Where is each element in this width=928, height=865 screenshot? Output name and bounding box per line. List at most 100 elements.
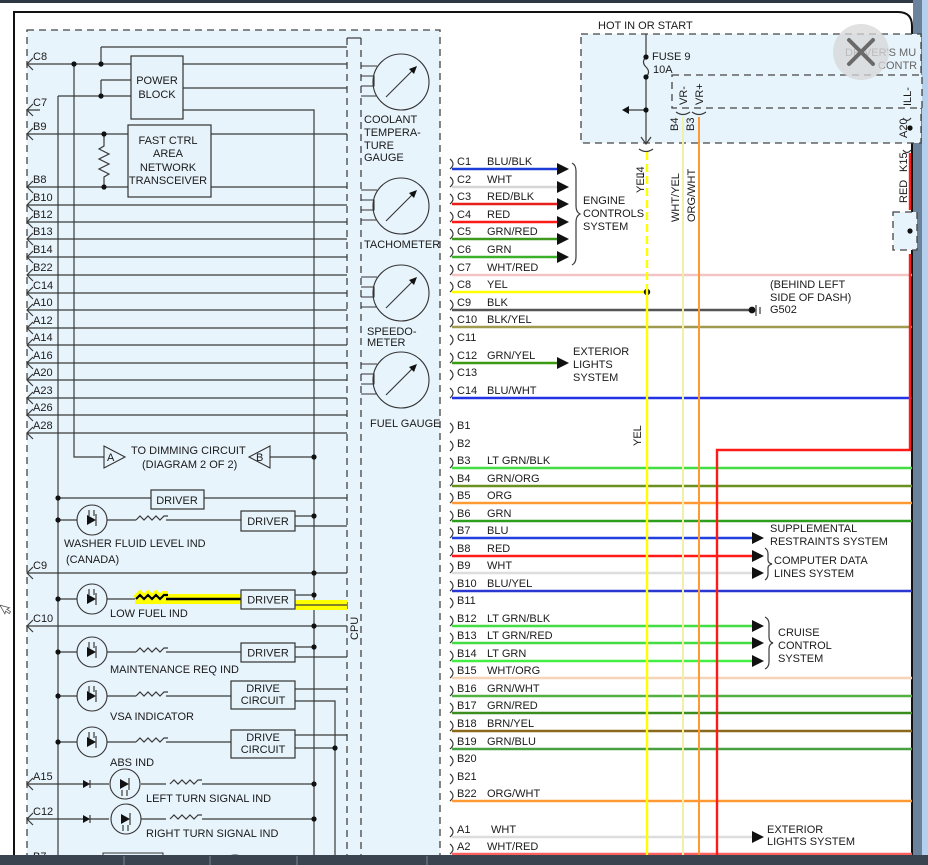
connector-cavity-icon — [449, 352, 454, 364]
wire-color-label: RED — [487, 543, 510, 555]
left-pin-label: C9 — [33, 560, 47, 572]
connector-pin-label: B22 — [457, 788, 477, 800]
junction-dot — [907, 125, 913, 131]
control-label: DRIVE — [246, 732, 280, 744]
wire-color-label: BLU — [487, 525, 508, 537]
wire-color-label: ORG/WHT — [487, 788, 540, 800]
left-pin-label: A23 — [33, 385, 53, 397]
connector-cavity-icon — [449, 158, 454, 170]
connector-pin-label: B19 — [457, 736, 477, 748]
wire-color-label: ORG — [487, 490, 512, 502]
wire-color-label: RED — [487, 209, 510, 221]
wire-color-label: GRN — [487, 244, 512, 256]
srs-label-2: RESTRAINTS SYSTEM — [770, 536, 888, 548]
fuse-name: FUSE 9 — [652, 51, 691, 63]
connector-pin-label: B21 — [457, 771, 477, 783]
arrow-right-icon — [557, 181, 569, 193]
bottom-toolbar — [0, 855, 928, 865]
led-icon — [76, 583, 108, 615]
connector-cavity-icon — [449, 562, 454, 574]
connector-pin-label: B10 — [457, 578, 477, 590]
connector-cavity-icon — [449, 316, 454, 328]
connector-cavity-icon — [449, 527, 454, 539]
connector-pin-label: B14 — [457, 648, 477, 660]
connector-pin-label: B1 — [457, 420, 470, 432]
led-diode-icon — [87, 647, 96, 657]
gauge-dial-icon — [372, 264, 430, 322]
gauge-dial-icon — [372, 351, 430, 409]
led-icon — [76, 680, 108, 712]
resistor-icon — [135, 691, 168, 697]
computer-data-bracket — [764, 547, 773, 581]
connector-cavity-icon — [449, 667, 454, 679]
can-label-3: NETWORK — [140, 162, 197, 174]
wire-color-label: WHT/ORG — [487, 665, 540, 677]
wire-color-label: BLU/WHT — [487, 385, 537, 397]
connector-pin-label: B18 — [457, 718, 477, 730]
control-box — [230, 680, 296, 710]
led-diode-icon — [87, 594, 96, 604]
left-pin-label: B13 — [33, 226, 53, 238]
connector-a-label: A — [107, 452, 115, 464]
gauge-needle-tip-icon — [409, 277, 417, 285]
ground-id: G502 — [770, 304, 797, 316]
left-pin-label: C14 — [33, 280, 53, 292]
k15-label: K15 — [898, 152, 910, 172]
close-icon[interactable] — [847, 38, 875, 66]
connector-cavity-icon — [449, 755, 454, 767]
gauge-needle-tip-icon — [409, 364, 417, 372]
left-pin-label: C12 — [33, 806, 53, 818]
connector-pin-label: C10 — [457, 314, 477, 326]
connector-cavity-icon — [449, 281, 454, 293]
ground-location-2: SIDE OF DASH) — [770, 292, 851, 304]
connector-cavity-icon — [449, 457, 454, 469]
arrow-right-icon — [752, 831, 764, 843]
left-pin-label: A12 — [33, 315, 53, 327]
wire-color-label: WHT — [487, 560, 512, 572]
control-label: CIRCUIT — [241, 695, 286, 707]
gauge-terminal-icon — [361, 65, 377, 97]
coolant-gauge-label-4: GAUGE — [364, 152, 404, 164]
wire-color-label: BLK/YEL — [487, 314, 532, 326]
connector-b-triangle — [247, 445, 271, 469]
connector-pin-label: B13 — [457, 630, 477, 642]
connector-pin-label: C2 — [457, 174, 471, 186]
left-pin-label: B22 — [33, 262, 53, 274]
pin-a20: A20 — [898, 118, 910, 138]
exterior-lights-c-3: SYSTEM — [573, 372, 618, 384]
control-label: DRIVER — [247, 595, 289, 607]
wire-color-label: BLK — [487, 297, 508, 309]
fuel-gauge-label: FUEL GAUGE — [370, 418, 441, 430]
light-arrows-icon — [88, 510, 95, 516]
cpu-label: CPU — [349, 617, 361, 640]
arrow-down-icon — [640, 136, 652, 146]
connector-a-triangle — [103, 445, 127, 469]
arrow-right-icon — [557, 233, 569, 245]
toolbar-separators — [123, 856, 428, 865]
close-button[interactable] — [833, 24, 889, 80]
junction-dot — [55, 596, 61, 602]
wire-color-label: WHT/RED — [487, 841, 538, 853]
engine-controls-bracket — [571, 162, 582, 266]
connector-cavity-icon — [449, 228, 454, 240]
cruise-bracket — [764, 616, 774, 670]
connector-cavity-icon — [449, 632, 454, 644]
cruise-label-3: SYSTEM — [778, 653, 823, 665]
control-output-wire — [295, 646, 347, 658]
control-box — [240, 642, 296, 663]
left-pin-label: B10 — [33, 192, 53, 204]
left-pin-label: B12 — [33, 209, 53, 221]
led-diode-icon — [121, 814, 130, 824]
connector-pin-label: B20 — [457, 753, 477, 765]
control-output-wire — [295, 594, 347, 606]
resistor-gap — [166, 813, 202, 825]
left-pin-label: B8 — [33, 174, 46, 186]
left-pin-label: C10 — [33, 613, 53, 625]
module-title-2: CONTR — [878, 60, 917, 72]
control-box — [230, 729, 296, 759]
led-diode-icon — [87, 737, 96, 747]
wire-color-label: GRN/ORG — [487, 473, 540, 485]
arrow-left-icon — [622, 106, 629, 114]
resistor-icon — [135, 737, 168, 743]
